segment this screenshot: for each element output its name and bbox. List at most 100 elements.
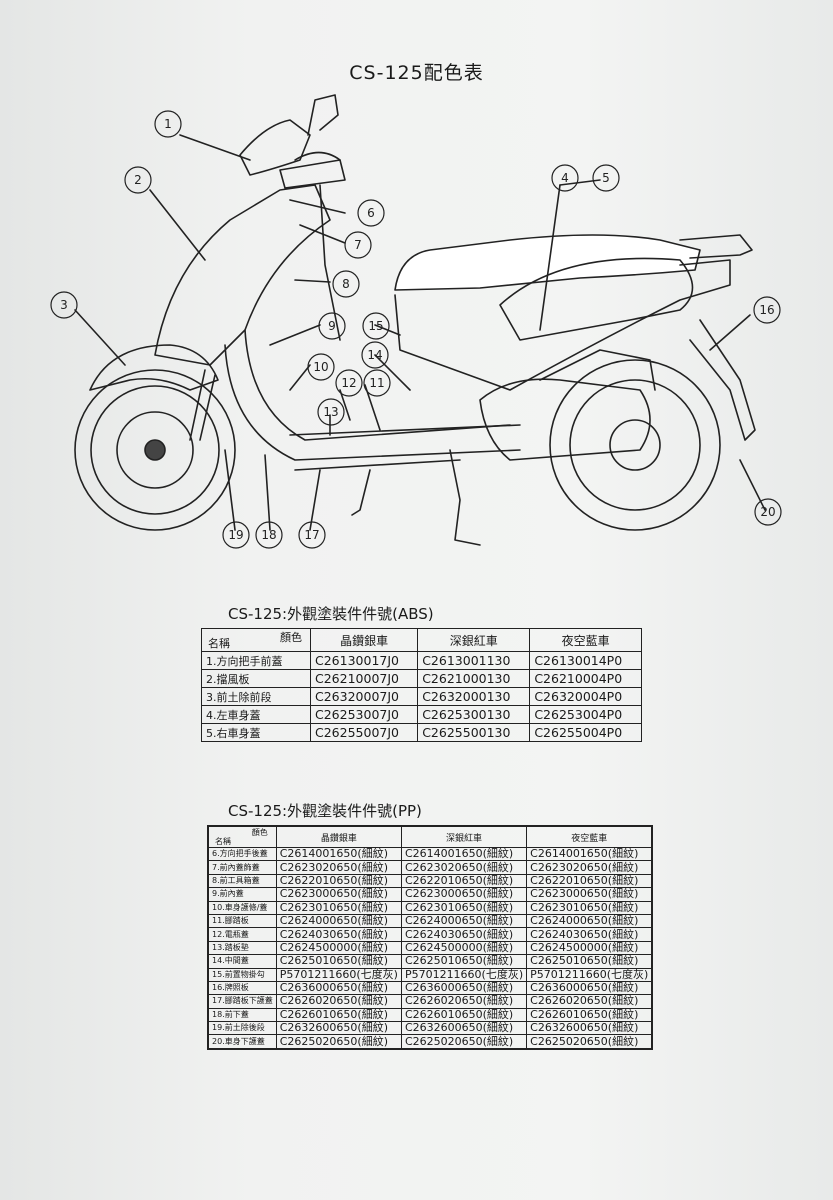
part-code-cell: C2625020650(細紋) [526,1034,653,1050]
callout-number: 8 [342,277,350,291]
callout-4 [551,164,579,192]
part-code-cell: C2624500000(細紋) [275,940,402,956]
front-wheel [74,369,236,531]
part-code-cell: C26253007J0 [309,705,419,724]
part-code-cell: C2621000130 [417,669,531,688]
part-name-cell: 14.中間蓋 [207,954,277,969]
part-code-cell: C2624500000(細紋) [400,940,528,956]
callout-20 [754,498,782,526]
part-name-cell: 13.踏板墊 [207,940,277,956]
abs-col-header: 晶鑽銀車 [309,628,419,652]
part-name-cell: 10.車身護條/蓋 [207,900,277,915]
part-code-cell: C2614001650(細紋) [275,846,402,862]
callout-number: 9 [328,319,336,333]
callout-number: 20 [760,505,775,519]
part-code-cell: C2623020650(細紋) [526,860,653,875]
abs-header-row: 顏色名稱 晶鑽銀車 深銀紅車 夜空藍車 [201,628,642,652]
part-name-cell: 5.右車身蓋 [201,723,311,742]
callout-3 [50,291,78,319]
part-code-cell: C2622010650(細紋) [526,873,653,889]
part-code-cell: C2623020650(細紋) [275,860,402,875]
callout-12 [335,369,363,397]
callout-2 [124,166,152,194]
part-code-cell: C2622010650(細紋) [275,873,402,889]
pp-corner-header: 顏色名稱 [207,825,277,848]
callout-number: 14 [367,348,382,362]
part-code-cell: C2622010650(細紋) [400,873,528,889]
callout-19 [222,521,250,549]
callout-8 [332,270,360,298]
part-name-cell: 16.牌照板 [207,980,277,996]
part-name-cell: 7.前內蓋飾蓋 [207,860,277,875]
callout-number: 2 [134,173,142,187]
part-code-cell: C2623010650(細紋) [526,900,653,915]
part-code-cell: P5701211660(七度灰) [400,967,528,982]
abs-table-title: CS-125:外觀塗裝件件號(ABS) [228,605,434,623]
part-name-cell: 19.前土除後段 [207,1021,277,1036]
callout-number: 6 [367,206,375,220]
part-code-cell: C2632600650(細紋) [526,1021,653,1036]
part-code-cell: C26255004P0 [529,723,642,742]
part-code-cell: C2626020650(細紋) [275,994,402,1009]
part-code-cell: C2636000650(細紋) [275,980,402,996]
part-code-cell: C2624030650(細紋) [400,927,528,942]
part-code-cell: C26320007J0 [309,687,419,706]
part-code-cell: C2624030650(細紋) [275,927,402,942]
part-code-cell: C2625010650(細紋) [400,954,528,969]
part-code-cell: C2614001650(細紋) [526,846,653,862]
callout-number: 7 [354,238,362,252]
abs-col-header: 夜空藍車 [529,628,642,652]
callout-number: 5 [602,171,610,185]
callout-7 [344,231,372,259]
part-code-cell: C2625010650(細紋) [275,954,402,969]
callout-number: 16 [759,303,774,317]
callout-6 [357,199,385,227]
part-code-cell: C2623000650(細紋) [400,887,528,902]
part-code-cell: C2623020650(細紋) [400,860,528,875]
part-name-cell: 12.電瓶蓋 [207,927,277,942]
pp-table-title: CS-125:外觀塗裝件件號(PP) [228,802,422,820]
part-code-cell: C2624000650(細紋) [400,913,528,929]
callout-16 [753,296,781,324]
callout-number: 18 [261,528,276,542]
callout-10 [307,353,335,381]
part-code-cell: P5701211660(七度灰) [526,967,653,982]
callout-number: 15 [368,319,383,333]
part-code-cell: C2632000130 [417,687,531,706]
part-code-cell: C2624000650(細紋) [275,913,402,929]
part-code-cell: C2623010650(細紋) [400,900,528,915]
part-code-cell: C2625020650(細紋) [400,1034,528,1050]
pp-col-header: 晶鑽銀車 [275,825,402,848]
part-code-cell: C2632600650(細紋) [275,1021,402,1036]
part-name-cell: 15.前置物掛勾 [207,967,277,982]
callout-number: 19 [228,528,243,542]
callout-number: 3 [60,298,68,312]
part-code-cell: P5701211660(七度灰) [275,967,402,982]
part-code-cell: C26130017J0 [309,651,419,670]
part-code-cell: C2636000650(細紋) [526,980,653,996]
part-code-cell: C2625300130 [417,705,531,724]
part-code-cell: C2626020650(細紋) [526,994,653,1009]
part-code-cell: C26130014P0 [529,651,642,670]
part-code-cell: C2624030650(細紋) [526,927,653,942]
part-name-cell: 11.腳踏板 [207,913,277,929]
part-name-cell: 2.擋風板 [201,669,311,688]
document-title: CS-125配色表 [349,62,484,84]
